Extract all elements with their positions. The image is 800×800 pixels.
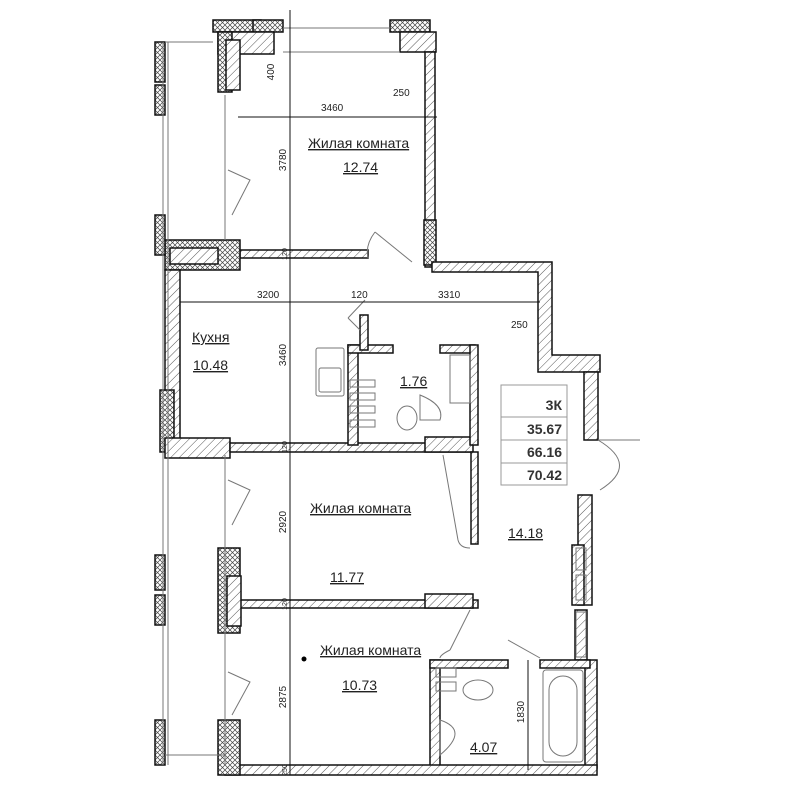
dim-120-wall-3: 120 — [282, 598, 289, 610]
walls — [154, 19, 601, 776]
dim-2875: 2875 — [278, 685, 289, 708]
dim-3310: 3310 — [438, 290, 461, 301]
room-area-bathroom-2: 4.07 — [470, 739, 497, 755]
total-area: 66.16 — [527, 444, 562, 460]
room-name-living-1: Жилая комната — [308, 135, 409, 151]
dim-120-wall-1: 120 — [282, 248, 289, 260]
dim-250-bottom: 250 — [282, 764, 289, 776]
room-name-living-2: Жилая комната — [310, 500, 411, 516]
marker-dot — [301, 656, 307, 662]
room-area-living-1: 12.74 — [343, 159, 378, 175]
dim-2920: 2920 — [278, 510, 289, 533]
dim-3200: 3200 — [257, 290, 280, 301]
total-area-with-balcony: 70.42 — [527, 467, 562, 483]
dim-250-hall: 250 — [511, 320, 528, 331]
room-name-kitchen: Кухня — [192, 329, 229, 345]
dim-3460-top: 3460 — [321, 103, 344, 114]
room-name-living-3: Жилая комната — [320, 642, 421, 658]
dim-3460-kitchen: 3460 — [278, 343, 289, 366]
dim-120-hall: 120 — [351, 290, 368, 301]
summary-box — [500, 384, 568, 486]
room-area-bathroom-1: 1.76 — [400, 373, 427, 389]
room-area-living-3: 10.73 — [342, 677, 377, 693]
windows-and-fixtures — [162, 27, 640, 765]
dim-120-wall-2: 120 — [282, 441, 289, 453]
dimension-lines — [180, 10, 540, 775]
room-area-hall: 14.18 — [508, 525, 543, 541]
dim-400: 400 — [266, 63, 277, 80]
apartment-type: 3К — [546, 397, 563, 413]
dim-250-top: 250 — [393, 88, 410, 99]
living-area: 35.67 — [527, 421, 562, 437]
dim-1830: 1830 — [516, 700, 527, 723]
room-area-living-2: 11.77 — [330, 569, 364, 585]
dim-3780: 3780 — [278, 148, 289, 171]
room-area-kitchen: 10.48 — [193, 357, 228, 373]
